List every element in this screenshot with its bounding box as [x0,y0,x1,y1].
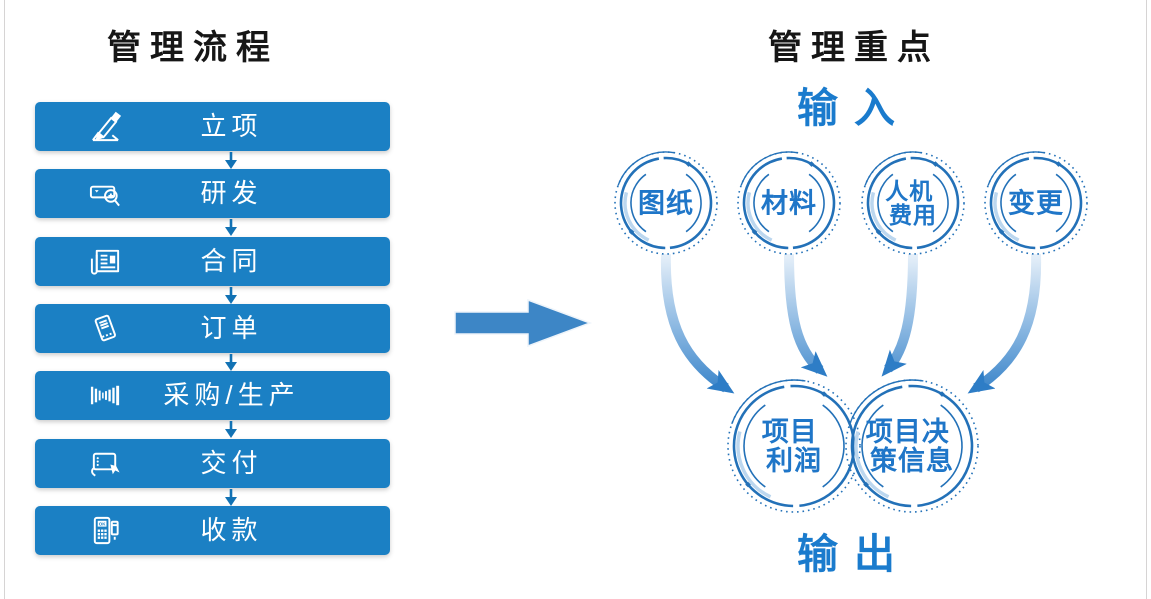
research-icon [88,176,123,211]
process-step-label: 交付 [200,447,263,478]
barcode-icon [88,378,123,413]
down-arrow-icon [224,152,238,169]
input-circle-3-label: 人机 费用 [885,178,940,228]
flow-arrow-2 [784,253,828,377]
contract-icon [88,244,123,279]
flow-arrow-3 [881,253,918,377]
process-step-label: 立项 [200,111,263,141]
down-arrow-icon [224,421,238,439]
input-label: 输入 [797,85,911,131]
flow-arrows [660,253,1042,394]
process-step-label: 收款 [200,514,263,545]
down-arrow-icon [224,219,238,237]
process-step-label: 订单 [200,312,263,343]
process-step-3: 合同 [35,236,390,286]
flow-arrow-1 [660,253,735,394]
input-circle-2-label: 材料 [761,189,817,219]
process-step-5: 采购/生产 [35,371,390,421]
input-circle-4-label: 变更 [1008,188,1064,219]
down-arrow-icon [224,353,238,371]
left-section-title: 管理流程 [107,29,279,67]
right-section-title: 管理重点 [768,29,940,67]
flow-arrow-4 [967,253,1042,394]
signing-icon [88,109,123,144]
input-circle-1-label: 图纸 [638,188,694,219]
left-edge-line [4,0,5,599]
process-step-label: 合同 [200,245,263,276]
process-step-6: 交付 [35,438,390,488]
output-circle-2: 项目决 策信息 [840,374,984,523]
output-circle-2-label: 项目决 策信息 [866,417,959,476]
output-circle-1: 项目 利润 [722,374,866,523]
process-step-label: 采购/生产 [163,380,300,411]
process-step-2: 研发 [35,169,390,219]
process-step-label: 研发 [200,178,263,209]
input-circle-1: 图纸 [609,146,723,265]
process-step-4: 订单 [35,303,390,353]
process-step-1: 立项 [35,102,390,151]
down-arrow-icon [224,488,238,506]
delivery-icon [88,446,123,481]
output-circle-1-label: 项目 利润 [762,417,827,476]
input-circle-4: 变更 [979,146,1093,265]
down-arrow-icon [224,286,238,304]
svg-text:OK: OK [99,521,106,526]
output-label: 输出 [797,531,911,577]
input-circle-3: 人机 费用 [856,146,970,265]
process-step-7: OK 收款 [35,505,390,555]
right-edge-line [1146,0,1147,599]
right-arrow-icon [454,298,593,348]
input-circle-2: 材料 [732,146,846,265]
order-icon [88,311,123,346]
pos-icon: OK [88,513,123,548]
